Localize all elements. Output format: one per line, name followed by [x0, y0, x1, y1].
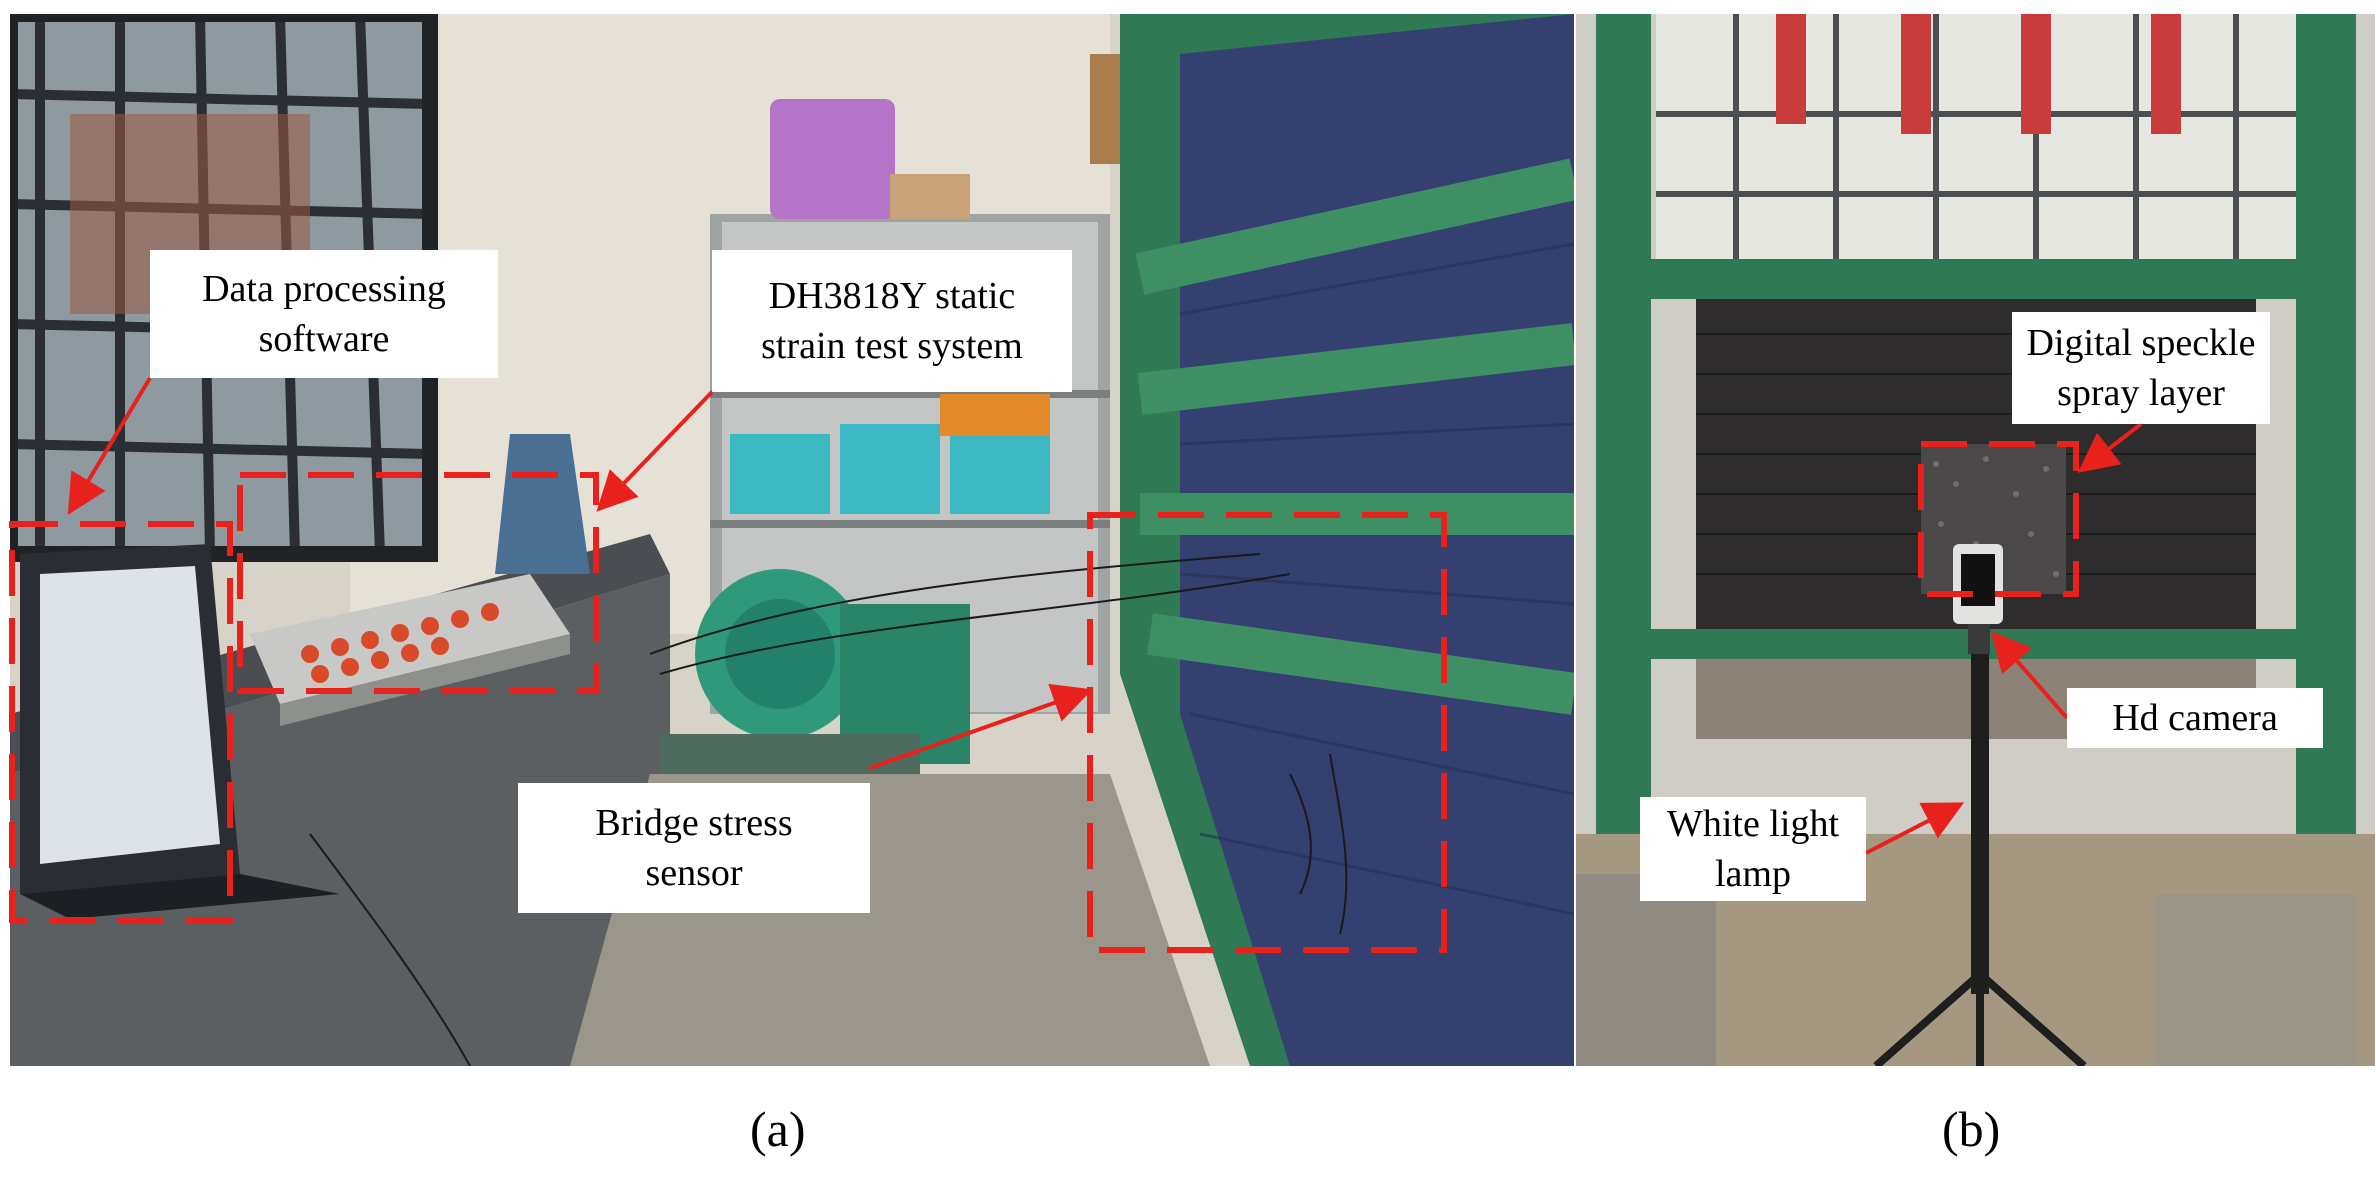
callout-strain-test-system: DH3818Y static strain test system	[712, 250, 1072, 392]
callout-line-2: software	[258, 318, 390, 360]
callout-line-2: strain test system	[761, 325, 1023, 367]
callout-line-2: sensor	[645, 852, 743, 894]
photo-panel-b	[1576, 14, 2375, 1066]
callout-line-2: lamp	[1715, 853, 1791, 895]
callout-line-1: Hd camera	[2112, 697, 2278, 739]
callout-line-1: Data processing	[202, 268, 446, 310]
callout-hd-camera: Hd camera	[2067, 688, 2323, 748]
callout-line-1: Digital speckle	[2026, 322, 2256, 364]
callout-line-1: White light	[1666, 803, 1840, 845]
test-rig-illustration	[1576, 14, 2375, 1066]
callout-bridge-stress-sensor: Bridge stress sensor	[518, 783, 870, 913]
callout-line-1: DH3818Y static	[768, 275, 1016, 317]
callout-data-processing-software: Data processing software	[150, 250, 498, 378]
panel-label-b: (b)	[1942, 1101, 2001, 1157]
callout-line-2: spray layer	[2057, 372, 2225, 414]
callout-digital-speckle-layer: Digital speckle spray layer	[2012, 312, 2270, 424]
callout-white-light-lamp: White light lamp	[1640, 797, 1866, 901]
callout-line-1: Bridge stress	[595, 802, 793, 844]
panel-label-a: (a)	[750, 1101, 806, 1157]
